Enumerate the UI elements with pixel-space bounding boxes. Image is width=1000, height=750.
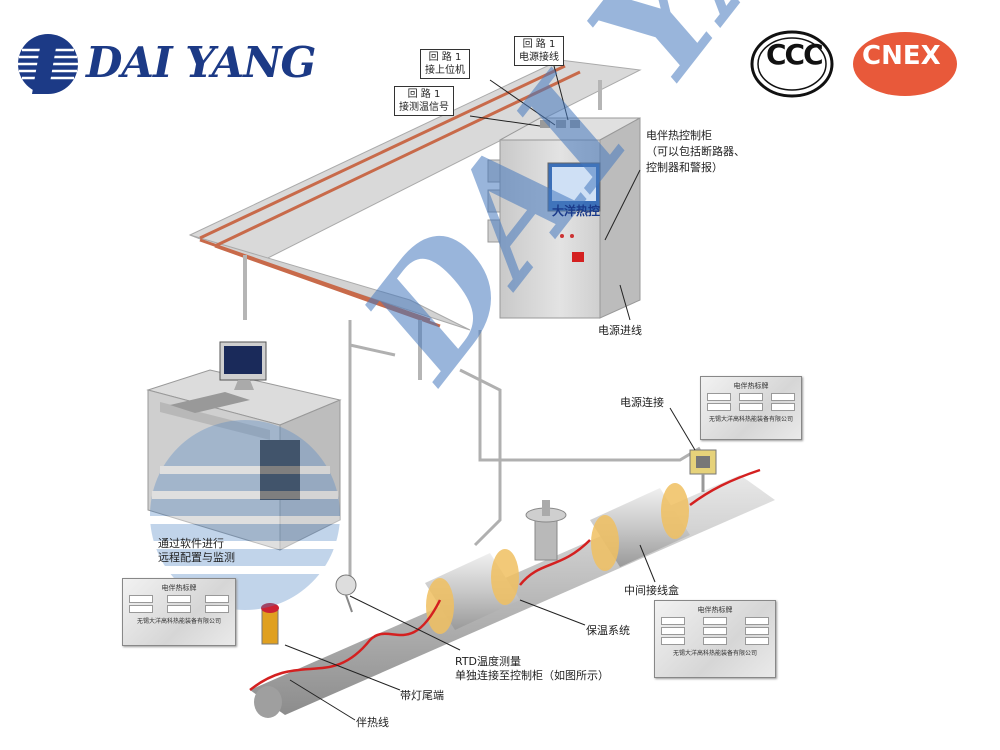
rtd-sensor <box>335 574 357 613</box>
nameplate-power-title: 电伴热标牌 <box>733 382 769 390</box>
callout-loop-power-line1: 回 路 1 <box>522 39 556 50</box>
control-cabinet <box>487 117 641 319</box>
label-software-line2: 远程配置与监测 <box>158 551 235 564</box>
insulation-segment-2 <box>590 483 690 571</box>
valve <box>525 500 567 561</box>
label-heating-cable: 伴热线 <box>356 716 389 729</box>
cnex-label: CNEX <box>862 41 941 71</box>
logo-emblem <box>18 34 78 94</box>
nameplate-power-company: 无锡大洋高科热能装备有限公司 <box>708 416 793 423</box>
nameplate-end-title: 电伴热标牌 <box>161 584 197 592</box>
label-end-light: 带灯尾端 <box>400 689 444 702</box>
callout-loop-upper-line2: 接上位机 <box>425 65 465 76</box>
callout-loop-upper: 回 路 1 接上位机 <box>420 49 470 79</box>
callout-loop-temp-line1: 回 路 1 <box>407 89 441 100</box>
callout-loop-upper-line1: 回 路 1 <box>428 52 462 63</box>
label-rtd-line1: RTD温度测量 <box>455 655 522 668</box>
label-power-in: 电源进线 <box>598 324 642 337</box>
label-cabinet-desc-line2: （可以包括断路器、 <box>646 145 745 158</box>
leader-lines <box>284 61 696 721</box>
nameplate-end-company: 无锡大洋高科热能装备有限公司 <box>136 618 221 625</box>
label-software: 通过软件进行 远程配置与监测 <box>158 537 235 565</box>
end-light <box>261 603 279 645</box>
ccc-label: CCC <box>766 38 824 71</box>
cnex-certification-mark <box>853 32 957 96</box>
nameplate-power: 电伴热标牌 无锡大洋高科热能装备有限公司 <box>700 376 802 440</box>
cabinet-screen-label: 大洋热控 <box>552 204 601 218</box>
label-power-connect: 电源连接 <box>620 396 664 409</box>
label-cabinet-desc: 电伴热控制柜 （可以包括断路器、 控制器和警报） <box>646 128 745 176</box>
label-rtd: RTD温度测量 单独连接至控制柜（如图所示） <box>455 655 609 683</box>
label-cabinet-desc-line3: 控制器和警报） <box>646 161 723 174</box>
callout-loop-power-line2: 电源接线 <box>519 52 559 63</box>
callout-loop-temp: 回 路 1 接测温信号 <box>394 86 454 116</box>
callout-loop-power: 回 路 1 电源接线 <box>514 36 564 66</box>
label-software-line1: 通过软件进行 <box>158 537 224 550</box>
label-cabinet-desc-line1: 电伴热控制柜 <box>646 129 712 142</box>
cable-tray <box>188 59 642 380</box>
computer-desk <box>146 341 342 551</box>
label-rtd-line2: 单独连接至控制柜（如图所示） <box>455 669 609 682</box>
heating-cable-path <box>249 468 761 691</box>
label-junction-box: 中间接线盒 <box>624 584 679 597</box>
nameplate-end: 电伴热标牌 无锡大洋高科热能装备有限公司 <box>122 578 236 646</box>
logo-text: DAI YANG <box>86 38 316 87</box>
power-connection-box <box>689 449 717 492</box>
label-insulation: 保温系统 <box>586 624 630 637</box>
nameplate-junction-company: 无锡大洋高科热能装备有限公司 <box>672 650 757 657</box>
pipeline <box>249 449 775 718</box>
watermark-emblem <box>150 420 340 610</box>
callout-loop-temp-line2: 接测温信号 <box>399 102 449 113</box>
nameplate-junction: 电伴热标牌 无锡大洋高科热能装备有限公司 <box>654 600 776 678</box>
ccc-certification-mark <box>750 30 834 98</box>
nameplate-junction-title: 电伴热标牌 <box>697 606 733 614</box>
insulation-segment-1 <box>425 549 520 634</box>
